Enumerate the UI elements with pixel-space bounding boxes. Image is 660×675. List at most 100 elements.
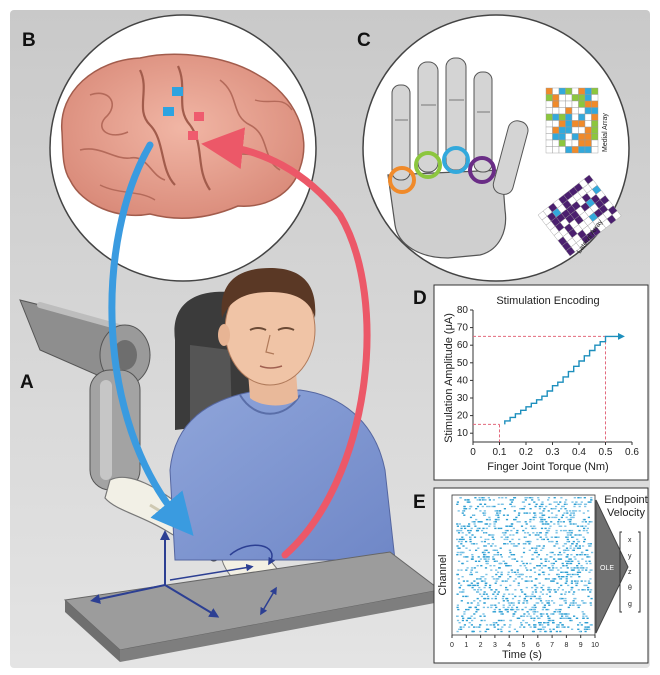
chart-e-xtick-label: 2 bbox=[479, 642, 483, 649]
raster-spike bbox=[495, 514, 498, 516]
raster-spike bbox=[571, 529, 574, 532]
raster-spike bbox=[544, 534, 547, 536]
raster-spike bbox=[496, 554, 499, 556]
raster-spike bbox=[583, 584, 586, 587]
raster-spike bbox=[582, 617, 585, 619]
medial-array-cell bbox=[552, 139, 560, 147]
raster-spike bbox=[488, 505, 491, 508]
raster-spike bbox=[520, 624, 523, 626]
raster-spike bbox=[585, 584, 588, 587]
raster-spike bbox=[460, 600, 463, 602]
raster-spike bbox=[541, 626, 545, 628]
raster-spike bbox=[467, 529, 470, 532]
raster-spike bbox=[524, 527, 528, 530]
raster-spike bbox=[534, 505, 537, 508]
raster-spike bbox=[534, 534, 537, 536]
chart-e-xlabel: Time (s) bbox=[502, 649, 542, 661]
raster-spike bbox=[459, 554, 462, 556]
raster-spike bbox=[548, 619, 551, 622]
raster-spike bbox=[529, 518, 532, 521]
raster-spike bbox=[555, 514, 558, 516]
raster-spike bbox=[525, 580, 528, 582]
raster-spike bbox=[492, 558, 496, 560]
raster-spike bbox=[524, 580, 527, 582]
raster-spike bbox=[474, 560, 478, 562]
raster-spike bbox=[491, 604, 494, 606]
raster-spike bbox=[469, 516, 473, 519]
raster-spike bbox=[477, 608, 480, 611]
medial-array-grid bbox=[545, 87, 599, 154]
raster-spike bbox=[482, 576, 485, 578]
raster-spike bbox=[557, 608, 560, 611]
raster-spike bbox=[583, 527, 586, 530]
raster-spike bbox=[500, 536, 503, 538]
raster-spike bbox=[567, 584, 570, 587]
raster-spike bbox=[566, 571, 569, 573]
raster-spike bbox=[457, 532, 461, 534]
raster-spike bbox=[578, 529, 581, 532]
raster-spike bbox=[471, 556, 474, 558]
raster-spike bbox=[526, 595, 529, 598]
raster-spike bbox=[482, 593, 485, 595]
raster-spike bbox=[477, 591, 480, 593]
raster-spike bbox=[510, 554, 513, 556]
raster-spike bbox=[494, 510, 497, 512]
raster-spike bbox=[494, 597, 497, 600]
raster-spike bbox=[510, 602, 513, 604]
raster-spike bbox=[466, 525, 469, 527]
raster-spike bbox=[471, 521, 474, 523]
raster-spike bbox=[485, 556, 489, 558]
raster-spike bbox=[483, 586, 486, 589]
raster-spike bbox=[494, 521, 497, 523]
raster-spike bbox=[571, 501, 574, 503]
raster-spike bbox=[540, 527, 544, 530]
raster-spike bbox=[589, 562, 592, 565]
raster-spike bbox=[560, 613, 563, 615]
raster-spike bbox=[582, 615, 585, 617]
raster-spike bbox=[486, 560, 490, 562]
raster-spike bbox=[529, 597, 533, 600]
raster-spike bbox=[578, 510, 581, 512]
raster-spike bbox=[556, 589, 559, 591]
raster-spike bbox=[547, 560, 550, 562]
raster-spike bbox=[586, 527, 589, 530]
raster-spike bbox=[492, 624, 495, 626]
raster-spike bbox=[505, 580, 508, 582]
raster-spike bbox=[536, 615, 539, 617]
raster-spike bbox=[570, 619, 573, 622]
raster-spike bbox=[565, 560, 568, 562]
raster-spike bbox=[573, 510, 576, 512]
raster-spike bbox=[484, 567, 488, 569]
raster-spike bbox=[571, 543, 574, 545]
raster-spike bbox=[583, 518, 586, 521]
raster-spike bbox=[519, 508, 522, 510]
raster-spike bbox=[493, 523, 496, 525]
raster-spike bbox=[531, 593, 534, 595]
sensor-ring-purple bbox=[468, 156, 496, 184]
raster-spike bbox=[551, 516, 554, 519]
raster-spike bbox=[541, 514, 544, 516]
raster-spike bbox=[524, 499, 527, 501]
raster-spike bbox=[543, 622, 546, 624]
raster-spike bbox=[495, 573, 498, 576]
raster-spike bbox=[487, 497, 490, 499]
raster-spike bbox=[562, 545, 565, 547]
raster-spike bbox=[535, 551, 538, 554]
raster-spike bbox=[528, 512, 531, 514]
raster-spike bbox=[513, 505, 516, 508]
raster-spike bbox=[570, 589, 573, 591]
raster-spike bbox=[523, 600, 526, 602]
raster-spike bbox=[541, 516, 544, 519]
raster-spike bbox=[462, 617, 465, 619]
raster-spike bbox=[460, 527, 463, 530]
raster-spike bbox=[475, 571, 479, 573]
raster-spike bbox=[487, 597, 490, 600]
raster-spike bbox=[569, 602, 572, 604]
raster-spike bbox=[515, 573, 518, 576]
raster-spike bbox=[548, 527, 551, 530]
raster-spike bbox=[540, 512, 543, 514]
raster-spike bbox=[484, 597, 487, 600]
raster-spike bbox=[505, 565, 508, 567]
raster-spike bbox=[485, 624, 489, 626]
raster-spike bbox=[545, 600, 548, 602]
